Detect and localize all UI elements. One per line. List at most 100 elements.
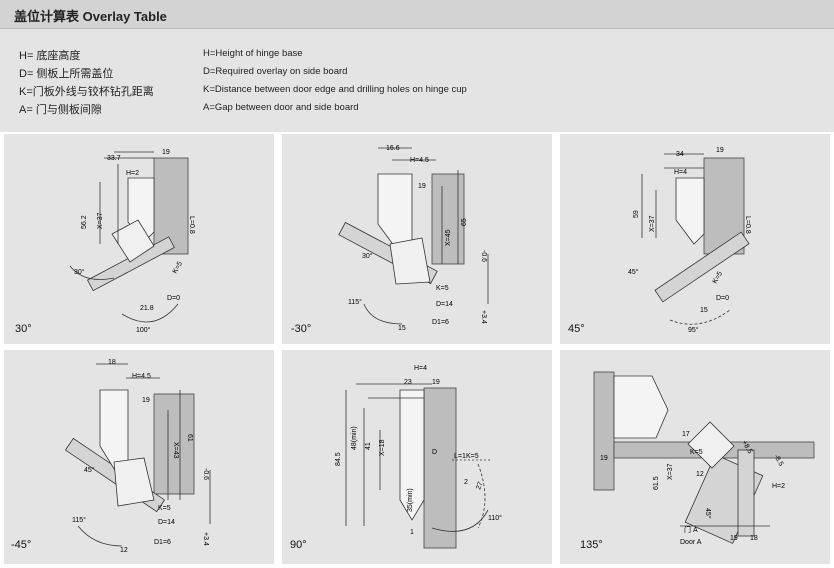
dim-k: K=5 [712,270,724,285]
hinge-diagram-90: H=4 23 19 84.5 48(min) 41 X=18 D L=1 K=5… [335,365,502,549]
dim-x: X=18 [379,439,386,456]
dim-k: K=5 [690,449,703,456]
dim-18: 18 [108,359,116,366]
dim-12: 12 [696,471,704,478]
dim-neg-0-6: -0.6 [480,250,487,262]
dim-k: K=5 [172,260,184,275]
title-bar: 盖位计算表 Overlay Table [0,0,834,29]
dim-h: H=4 [414,365,427,372]
definition-k-zh: K=门板外线与铰杯钻孔距离 [19,86,154,98]
dim-k: K=5 [466,453,479,460]
dim-d: D=14 [436,301,453,308]
page-title: 盖位计算表 Overlay Table [14,9,167,24]
dim-19: 19 [716,147,724,154]
dim-plus-3-4: +3.4 [480,310,487,324]
dim-16-6: 16.6 [386,145,400,152]
dim-d1: D1=6 [154,539,171,546]
hinge-diagram-30: 33.7 19 H=2 56.2 X=37 L=0.8 K=5 30° D=0 … [69,149,195,334]
angle-45-mark: 45° [704,508,712,519]
diagram-panel-neg45: 18 H=4.5 19 61 X=43 -0.6 45° K=5 D=14 11… [4,350,274,564]
dim-19: 19 [432,379,440,386]
dim-34: 34 [676,151,684,158]
dim-12: 12 [120,547,128,554]
dim-h: H=2 [126,170,139,177]
hinge-diagram-neg30: 16.6 H=4.5 19 65 X=45 -0.6 30° K=5 D=14 … [338,145,489,332]
dim-l: L=0.8 [744,216,751,234]
hinge-diagram-45: 34 19 H=4 59 X=37 L=0.8 45° K=5 D=0 15 9… [628,147,751,334]
dim-x: X=45 [445,229,452,246]
angle-30-mark: 30° [74,268,85,276]
open-angle: 115° [348,298,362,306]
dim-19: 19 [142,397,150,404]
diagram-panel-90: H=4 23 19 84.5 48(min) 41 X=18 D L=1 K=5… [282,350,552,564]
panel-angle-label: -45° [11,539,32,551]
dim-61: 61 [186,434,193,442]
dim-19: 19 [418,183,426,190]
dim-x: X=37 [649,215,656,232]
open-angle: 100° [136,326,151,334]
dim-l: L=1 [454,453,466,460]
dim-21-8: 21.8 [140,305,154,312]
dim-d1: D1=6 [432,319,449,326]
dim-2: 2 [464,479,468,486]
dim-23: 23 [404,379,412,386]
dim-k: K=5 [158,505,171,512]
angle-45-mark: 45° [84,466,95,474]
panel-angle-label: 135° [580,539,603,551]
dim-15: 15 [700,307,708,314]
dim-33-7: 33.7 [107,155,121,162]
dim-65: 65 [461,218,468,226]
panel-angle-label: 30° [15,323,32,335]
dim-19-side: 19 [600,455,608,462]
dim-h: H=4.5 [410,157,429,164]
dim-35-min: 35(min) [407,488,414,512]
dim-18: 18 [750,535,758,542]
dim-56-2: 56.2 [81,215,88,229]
dim-61-5: 61.5 [653,476,660,490]
dim-17: 17 [682,431,690,438]
dim-84-5: 84.5 [335,452,342,466]
dim-15: 15 [398,325,406,332]
door-a-en: Door A [680,539,702,546]
hinge-diagram-neg45: 18 H=4.5 19 61 X=43 -0.6 45° K=5 D=14 11… [64,359,211,554]
diagram-panel-neg30: 16.6 H=4.5 19 65 X=45 -0.6 30° K=5 D=14 … [282,134,552,344]
dim-41: 41 [365,442,372,450]
open-angle: 115° [72,516,86,524]
definition-d-en: D=Required overlay on side board [203,66,348,77]
dim-48-min: 48(min) [351,426,358,450]
hinge-diagram-135: 17 K=5 12 X=37 61.5 45° 19 +8.5 -8.5 H=2… [593,371,815,546]
dim-l: L=0.8 [188,216,195,234]
dim-27: 27 [475,481,484,491]
dim-x: X=37 [667,463,674,480]
definition-h-zh: H= 底座高度 [19,50,81,62]
dim-plus-3-4: +3.4 [202,532,209,546]
dim-k: K=5 [436,285,449,292]
definition-a-en: A=Gap between door and side board [203,102,359,113]
dim-x: X=43 [172,442,179,459]
panel-angle-label: -30° [291,323,312,335]
dim-neg-0-6: -0.6 [202,468,209,480]
panel-angle-label: 45° [568,323,585,335]
dim-d: D=14 [158,519,175,526]
open-angle: 95° [688,326,699,334]
dim-h: H=2 [772,483,785,490]
definition-a-zh: A= 门与侧板间隙 [19,104,102,116]
dim-19-bottom: 19 [730,535,738,542]
diagram-panel-135: 17 K=5 12 X=37 61.5 45° 19 +8.5 -8.5 H=2… [560,350,830,564]
dim-d: D=0 [167,295,180,302]
open-angle: 110° [488,514,502,522]
door-a-zh: 门 A [684,525,698,534]
diagram-panel-45: 34 19 H=4 59 X=37 L=0.8 45° K=5 D=0 15 9… [560,134,830,344]
dim-x: X=37 [97,212,104,229]
definition-k-en: K=Distance between door edge and drillin… [203,84,467,95]
panel-angle-label: 90° [290,539,307,551]
angle-45-mark: 45° [628,268,639,276]
diagram-panel-30: 33.7 19 H=2 56.2 X=37 L=0.8 K=5 30° D=0 … [4,134,274,344]
dim-h: H=4.5 [132,373,151,380]
definition-h-en: H=Height of hinge base [203,48,303,59]
dim-h: H=4 [674,169,687,176]
dim-d: D [432,449,437,456]
angle-30-mark: 30° [362,252,373,260]
definition-d-zh: D= 侧板上所需盖位 [19,68,114,80]
definitions-section: H= 底座高度 D= 侧板上所需盖位 K=门板外线与铰杯钻孔距离 A= 门与侧板… [0,29,834,132]
